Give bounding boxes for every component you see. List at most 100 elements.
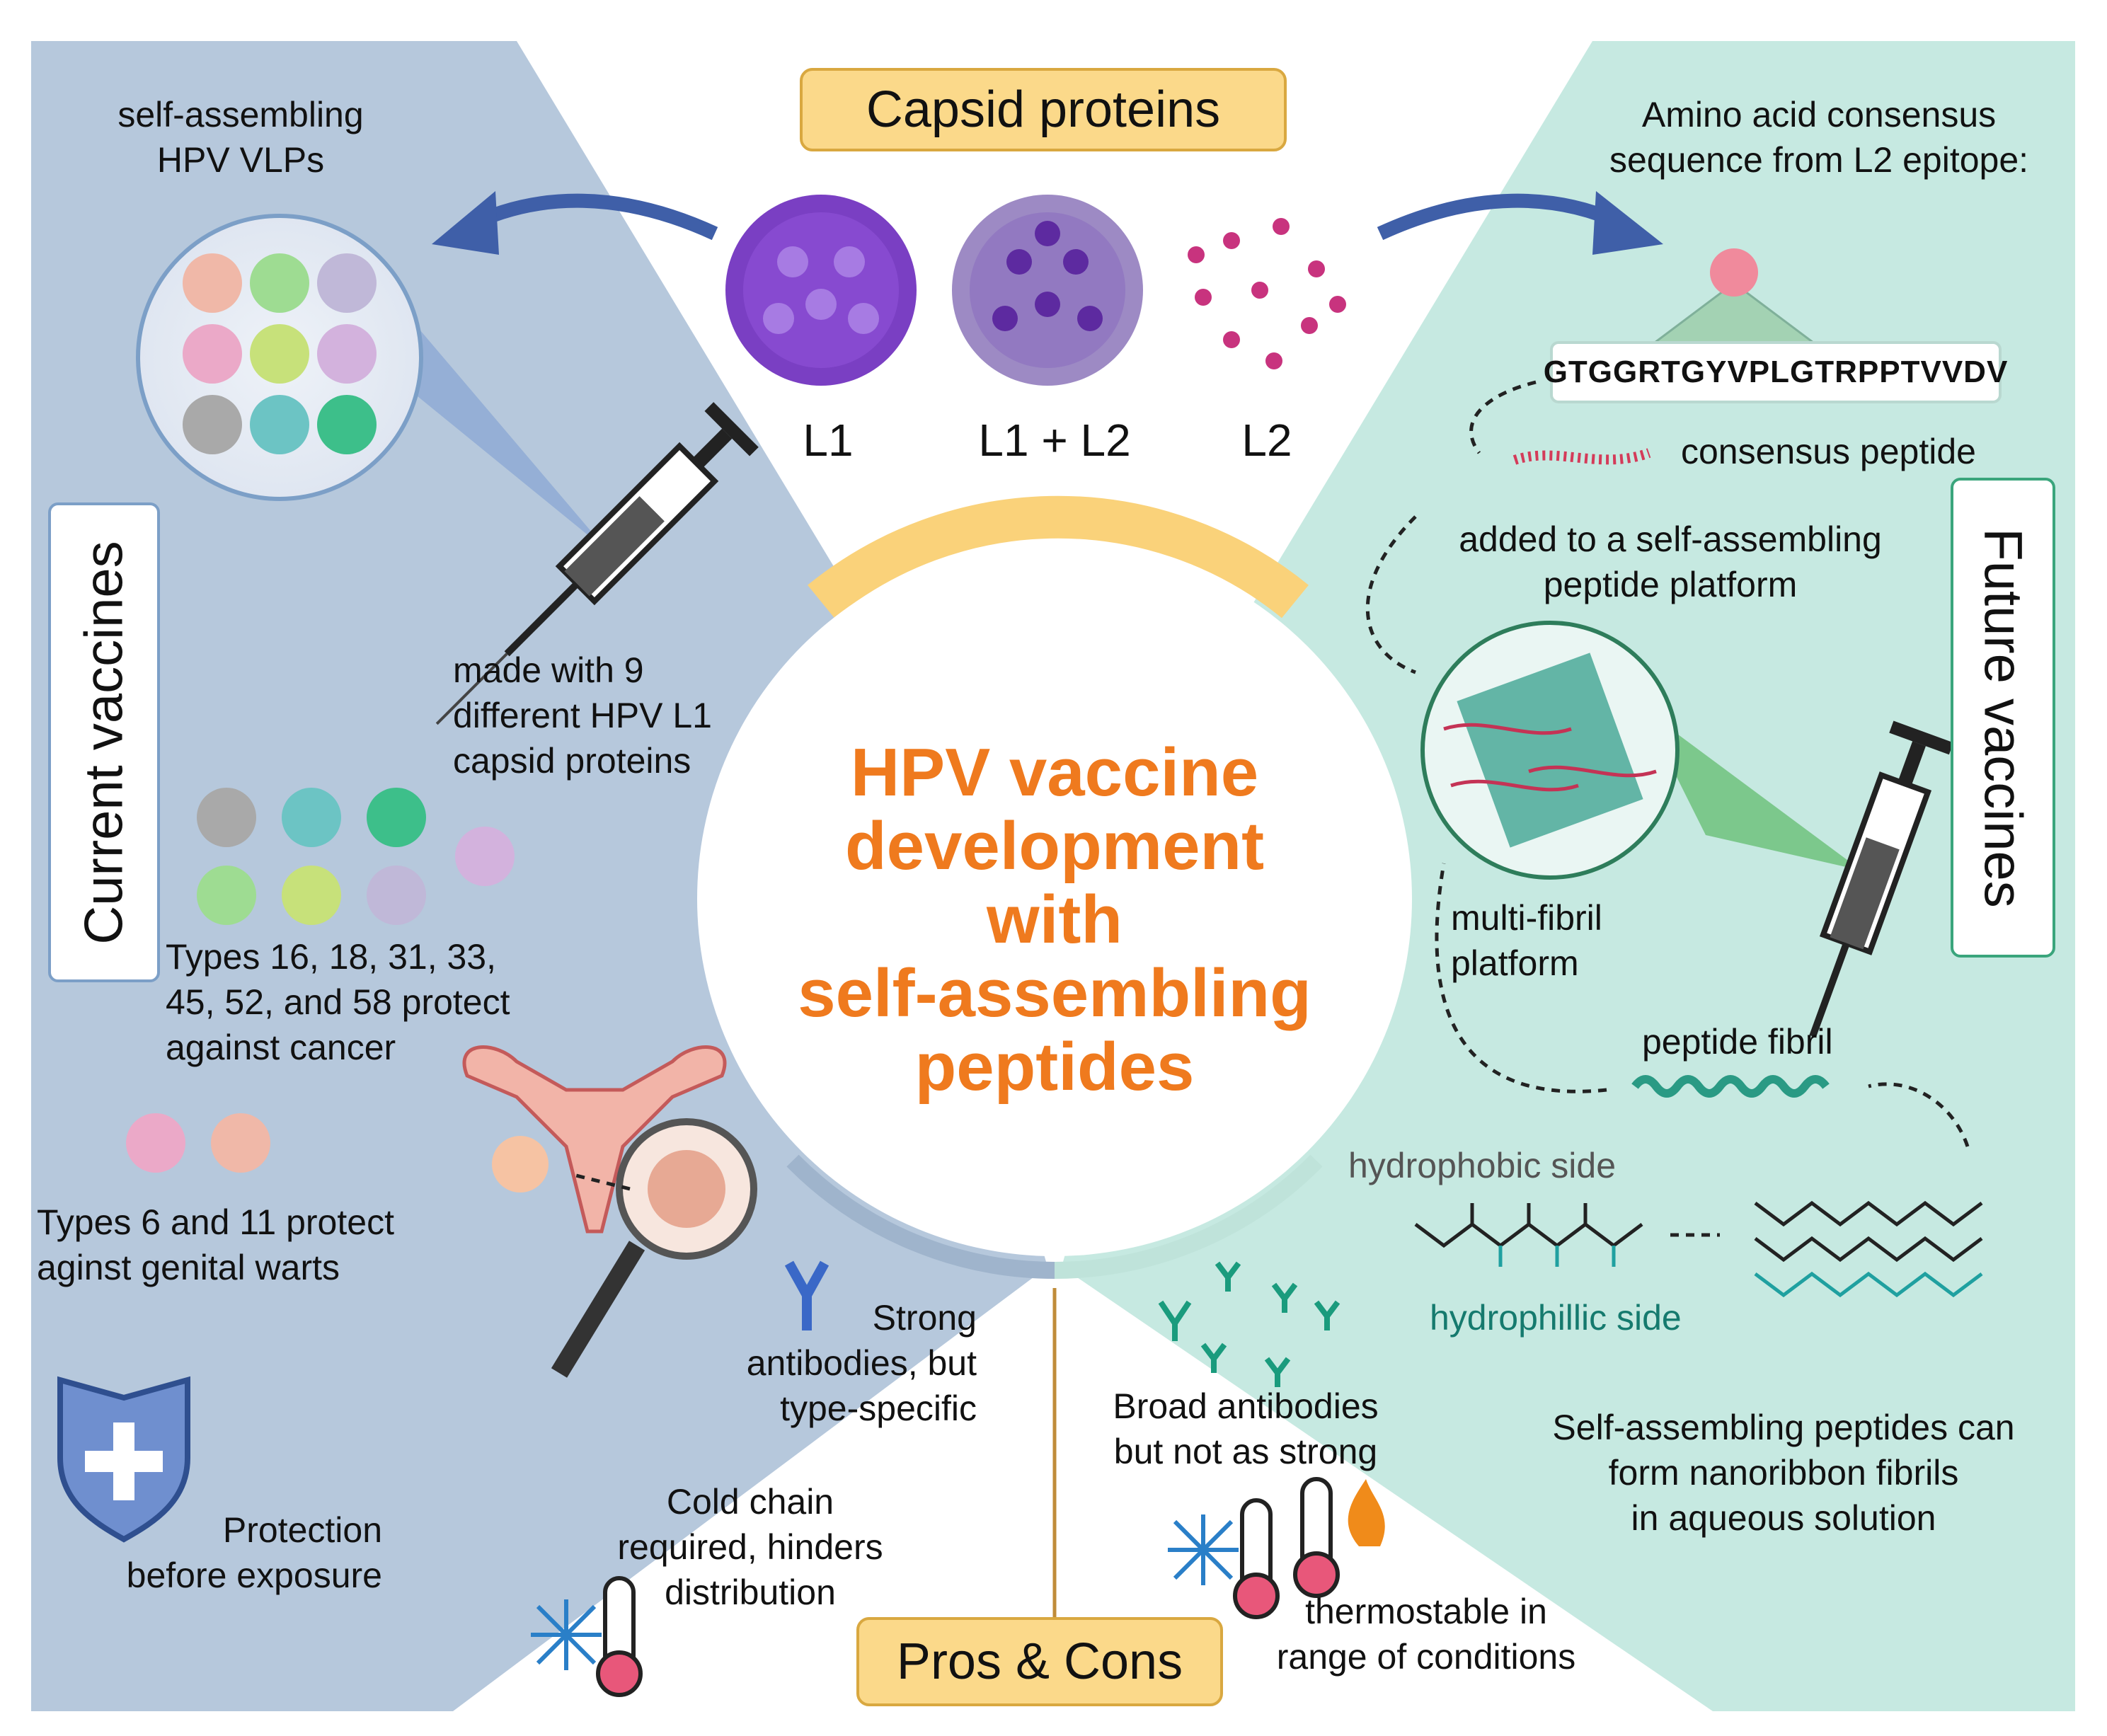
- dashed-arrow-2: [1366, 515, 1417, 674]
- capsid-label-l1-l2: L1 + L2: [978, 415, 1131, 466]
- vlps-label-line: HPV VLPs: [156, 140, 325, 180]
- current-vaccines-label: Current vaccines: [48, 502, 160, 982]
- nanoribbon-line: form nanoribbon fibrils: [1608, 1453, 1959, 1493]
- hydrophobic-label: hydrophobic side: [1348, 1146, 1617, 1185]
- center-title-line: HPV vaccine: [850, 735, 1259, 810]
- thermometer-cold-icon: [1233, 1498, 1280, 1619]
- flame-icon: [1348, 1479, 1385, 1546]
- broad-antibodies-label: Broad antibodies but not as strong: [1083, 1384, 1408, 1474]
- future-vaccines-label: Future vaccines: [1951, 478, 2055, 958]
- cancer-types-line: against cancer: [166, 1028, 396, 1067]
- nanoribbon-line: Self-assembling peptides can: [1552, 1408, 2015, 1447]
- vlp-row-warts: [126, 1113, 270, 1173]
- made-with-label: made with 9 different HPV L1 capsid prot…: [453, 648, 779, 783]
- arrow-right-head-icon: [1592, 191, 1663, 255]
- center-circle: [697, 541, 1412, 1256]
- bottom-arc-right: [1054, 1154, 1323, 1279]
- epitope-blob-icon: [1710, 248, 1758, 297]
- center-title-line: peptides: [914, 1029, 1195, 1105]
- arrow-left-head-icon: [432, 191, 499, 255]
- thermostable-line: thermostable in: [1305, 1592, 1547, 1631]
- magnifier-pointer-arrow: [573, 1173, 631, 1191]
- thermometer-left-icon: [596, 1576, 643, 1697]
- cold-chain-label: Cold chain required, hinders distributio…: [595, 1479, 906, 1615]
- pros-cons-title: Pros & Cons: [856, 1617, 1223, 1706]
- snowflake-left-icon: [531, 1599, 602, 1670]
- strong-antibodies-line: antibodies, but: [746, 1343, 977, 1383]
- capsid-label-l1: L1: [803, 415, 854, 466]
- peptide-fibril-helix: [1631, 1075, 1830, 1098]
- peptide-fibril-label: peptide fibril: [1642, 1022, 1833, 1062]
- vlp-cluster: [183, 253, 377, 454]
- thermostable-line: range of conditions: [1276, 1637, 1576, 1677]
- consensus-sequence: GTGGRTGYVPLGTRPPTVVDV: [1544, 341, 2007, 403]
- nanoribbon-line: in aqueous solution: [1631, 1498, 1936, 1538]
- cancer-types-line: Types 16, 18, 31, 33,: [166, 937, 496, 977]
- hydrophilic-label: hydrophillic side: [1430, 1298, 1682, 1338]
- consensus-title: Amino acid consensus sequence from L2 ep…: [1557, 92, 2081, 183]
- multi-fibril-line: multi-fibril: [1451, 898, 1602, 938]
- protection-line: Protection: [222, 1510, 382, 1550]
- protection-line: before exposure: [126, 1556, 382, 1595]
- consensus-title-line: sequence from L2 epitope:: [1609, 140, 2029, 180]
- center-title-line: with: [987, 882, 1123, 958]
- nanoribbon-icon: [1754, 1200, 1983, 1298]
- dashed-arrow-1: [1469, 380, 1537, 454]
- thermometer-hot-icon: [1293, 1477, 1340, 1598]
- cancer-types-label: Types 16, 18, 31, 33, 45, 52, and 58 pro…: [166, 934, 590, 1070]
- made-with-line: made with 9: [453, 650, 644, 690]
- multi-fibril-icon: [1443, 653, 1657, 848]
- top-arc: [808, 495, 1309, 619]
- vlps-label-line: self-assembling: [117, 95, 364, 134]
- added-to-line: added to a self-assembling: [1459, 519, 1882, 559]
- cancer-types-line: 45, 52, and 58 protect: [166, 982, 510, 1022]
- protection-label: Protection before exposure: [71, 1507, 382, 1598]
- center-title: HPV vaccine development with self-assemb…: [736, 736, 1373, 1104]
- dashed-arrow-3: [1435, 863, 1607, 1093]
- broad-antibodies-line: Broad antibodies: [1113, 1386, 1379, 1426]
- center-title-line: self-assembling: [798, 955, 1311, 1031]
- magnifier-icon: [551, 1118, 757, 1378]
- dashed-arrow-4: [1868, 1082, 1970, 1147]
- nanoribbon-label: Self-assembling peptides can form nanori…: [1508, 1405, 2060, 1541]
- capsid-label-l2: L2: [1241, 415, 1292, 466]
- added-to-line: peptide platform: [1543, 565, 1798, 604]
- syringe-left-icon: [435, 402, 759, 725]
- bottom-arc-left: [786, 1154, 1055, 1279]
- shield-icon: [57, 1376, 190, 1543]
- vlps-label: self-assembling HPV VLPs: [78, 92, 403, 183]
- vlp-row-cancer: [197, 788, 515, 925]
- wart-types-line: Types 6 and 11 protect: [37, 1202, 394, 1242]
- multi-fibril-label: multi-fibril platform: [1451, 895, 1677, 986]
- consensus-peptide-chain: [1512, 448, 1651, 465]
- antibody-strong-icon: [784, 1260, 829, 1330]
- cold-chain-line: required, hinders: [617, 1527, 883, 1567]
- wart-types-label: Types 6 and 11 protect aginst genital wa…: [37, 1200, 461, 1290]
- capsid-l1-l2-icon: [952, 195, 1143, 386]
- zoom-cone: [368, 269, 609, 552]
- capsid-title: Capsid proteins: [800, 68, 1287, 151]
- center-title-line: development: [844, 808, 1265, 884]
- future-vaccines-text: Future vaccines: [1973, 527, 2033, 908]
- cold-chain-line: Cold chain: [666, 1482, 834, 1522]
- strong-antibodies-label: Strong antibodies, but type-specific: [708, 1295, 977, 1431]
- snowflake-right-icon: [1168, 1514, 1239, 1585]
- wart-types-line: aginst genital warts: [37, 1248, 340, 1287]
- strong-antibodies-line: type-specific: [780, 1389, 977, 1428]
- cold-chain-line: distribution: [665, 1573, 836, 1612]
- antibody-broad-icon: [1158, 1261, 1340, 1387]
- multi-fibril-line: platform: [1451, 943, 1579, 983]
- uterus-icon: [462, 1045, 727, 1234]
- broad-antibodies-line: but not as strong: [1113, 1432, 1378, 1471]
- fibril-zoom-cone: [1642, 708, 1861, 870]
- strong-antibodies-line: Strong: [872, 1298, 977, 1338]
- thermostable-label: thermostable in range of conditions: [1246, 1589, 1607, 1679]
- syringe-right-icon: [1809, 720, 1954, 1038]
- current-vaccines-text: Current vaccines: [74, 540, 134, 945]
- added-to-label: added to a self-assembling peptide platf…: [1423, 517, 1918, 607]
- made-with-line: capsid proteins: [453, 741, 691, 781]
- peptide-molecule-icon: [1414, 1203, 1643, 1267]
- consensus-title-line: Amino acid consensus: [1641, 95, 1997, 134]
- capsid-l2-icon: [1175, 198, 1359, 382]
